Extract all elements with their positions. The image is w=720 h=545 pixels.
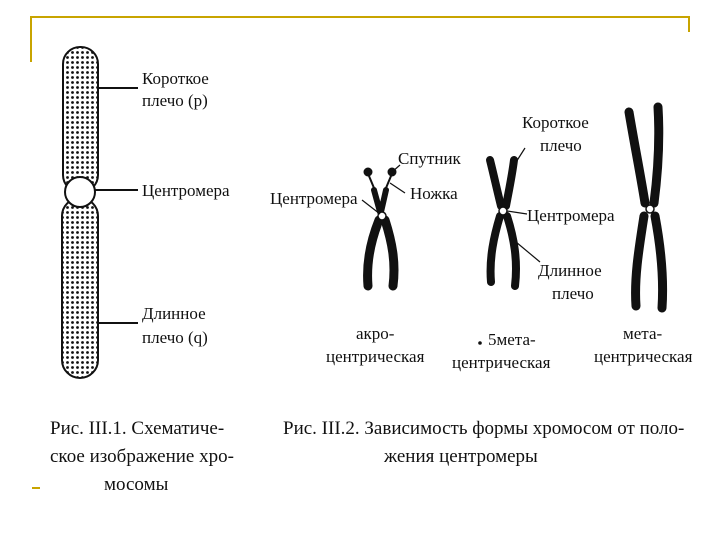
- centromere-leader-2: [506, 210, 528, 215]
- meta-lower-left: [631, 211, 649, 311]
- submeta-long-arm-left: [486, 212, 504, 286]
- acro-type-label-1: акро-: [356, 324, 395, 343]
- stalk-left: [368, 175, 375, 189]
- stalk-leader: [389, 182, 406, 194]
- fig1-centromere-label: Центромера: [142, 181, 230, 200]
- submeta-long-arm-right: [503, 212, 521, 290]
- fig1-caption-line2: ское изображение хро-: [50, 446, 234, 467]
- fig2-caption: Рис. III.2. Зависимость формы хромосом о…: [283, 418, 684, 467]
- fig1-caption-line3: мосомы: [104, 474, 169, 495]
- meta-centromere: [645, 204, 655, 214]
- meta-lower-right: [650, 211, 668, 313]
- slide-frame: [30, 16, 690, 489]
- satellite-label: Спутник: [398, 149, 462, 168]
- centromere-circle: [64, 176, 96, 208]
- acro-short-arm: [371, 187, 389, 215]
- centromere-label-left: Центромера: [270, 189, 358, 208]
- acro-type-label-2: центрическая: [326, 347, 425, 366]
- short-arm-shape: [62, 46, 99, 193]
- short-arm-label-1: Короткое: [522, 113, 589, 132]
- fig2-labels: Спутник Центромера Ножка Короткое плечо …: [270, 113, 693, 372]
- acro-centromere-leader: [361, 199, 381, 215]
- fig1-short-arm-label-1: Короткое: [142, 69, 209, 88]
- submeta-type-label-1: 5мета-: [488, 330, 536, 349]
- long-arm-label-1: Длинное: [538, 261, 602, 280]
- fig1-long-arm-label-1: Длинное: [142, 304, 206, 323]
- metacentric-chromosome: [624, 102, 668, 313]
- submeta-bullet: [478, 341, 482, 345]
- meta-upper-left: [624, 107, 650, 208]
- fig1-labels: Короткое плечо (p) Центромера Длинное пл…: [142, 69, 230, 347]
- acro-leaders: [361, 164, 406, 215]
- meta-upper-right: [649, 102, 664, 208]
- satellite-left: [363, 167, 373, 177]
- fig2-caption-line1: Рис. III.2. Зависимость формы хромосом о…: [283, 418, 684, 439]
- short-arm-label-2: плечо: [540, 136, 582, 155]
- acro-long-arm-left: [363, 215, 384, 291]
- stalk-label: Ножка: [410, 184, 458, 203]
- meta-type-label-1: мета-: [623, 324, 662, 343]
- acrocentric-chromosome: [363, 167, 399, 291]
- centromere-label-right: Центромера: [527, 206, 615, 225]
- fig1-caption: Рис. III.1. Схематиче- ское изображение …: [50, 418, 234, 495]
- submeta-centromere: [498, 206, 508, 216]
- long-arm-label-2: плечо: [552, 284, 594, 303]
- satellite-leader: [391, 164, 401, 173]
- submeta-short-arm-right: [502, 156, 518, 210]
- submeta-short-arm-left: [486, 156, 505, 210]
- fig1-chromosome: [61, 46, 138, 379]
- fig1-short-arm-label-2: плечо (p): [142, 91, 208, 110]
- short-arm-leader-2: [510, 147, 526, 171]
- fig2-caption-line2: жения центромеры: [383, 446, 538, 467]
- long-arm-shape: [61, 197, 99, 379]
- fig1-long-arm-label-2: плечо (q): [142, 328, 208, 347]
- meta-type-label-2: центрическая: [594, 347, 693, 366]
- fig1-caption-line1: Рис. III.1. Схематиче-: [50, 418, 224, 439]
- long-arm-leader-2: [515, 241, 541, 263]
- stalk-right: [385, 175, 392, 189]
- submetacentric-chromosome: [486, 156, 521, 290]
- acro-long-arm-right: [380, 215, 399, 291]
- submeta-type-label-2: центрическая: [452, 353, 551, 372]
- submeta-leaders: [506, 147, 541, 263]
